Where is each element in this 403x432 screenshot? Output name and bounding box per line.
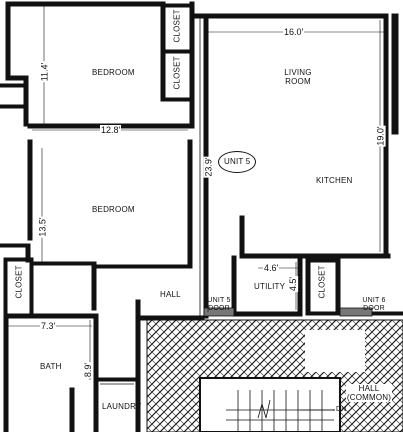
kitchen-label: KITCHEN — [316, 176, 353, 185]
utility-height-dim: 4.5' — [288, 275, 299, 293]
living-width-dim: 16.0' — [283, 27, 305, 37]
unit6-door-label: UNIT 6 DOOR — [362, 297, 386, 312]
fixtures — [100, 14, 384, 385]
closet-4-label: CLOSET — [317, 265, 327, 299]
closet-2-label: CLOSET — [172, 56, 182, 90]
living-height-dim: 19.0' — [375, 125, 386, 147]
bedroom-1-height-dim: 11.4' — [39, 61, 50, 83]
bath-width-dim: 7.3' — [40, 321, 57, 331]
common-hall-label: HALL (COMMON) — [346, 384, 392, 402]
stair-dn-label: DN — [336, 406, 347, 413]
unit-label: UNIT 5 — [224, 157, 251, 166]
utility-width-dim: 4.6' — [263, 263, 280, 273]
bedroom-2-height-dim: 13.5' — [37, 216, 48, 238]
hall-label: HALL — [160, 290, 181, 299]
stair-treads — [226, 390, 335, 432]
bedroom-1-label: BEDROOM — [92, 68, 135, 77]
utility-label: UTILITY — [254, 282, 286, 291]
common-hall-hatch — [146, 319, 403, 432]
laundry-label: LAUNDRY — [102, 402, 142, 411]
living-room-label: LIVING ROOM — [284, 68, 312, 86]
closet-1-label: CLOSET — [172, 9, 182, 43]
bath-label: BATH — [40, 362, 62, 371]
bedroom-1-width-dim: 12.8' — [100, 125, 122, 135]
bath-height-dim: 8.9' — [83, 361, 94, 379]
unit-depth-dim: 23.9' — [203, 156, 214, 178]
bedroom-2-label: BEDROOM — [92, 205, 135, 214]
unit5-door-label: UNIT 5 DOOR — [207, 297, 231, 312]
closet-3-label: CLOSET — [14, 265, 24, 299]
unit-ellipse — [218, 151, 256, 173]
